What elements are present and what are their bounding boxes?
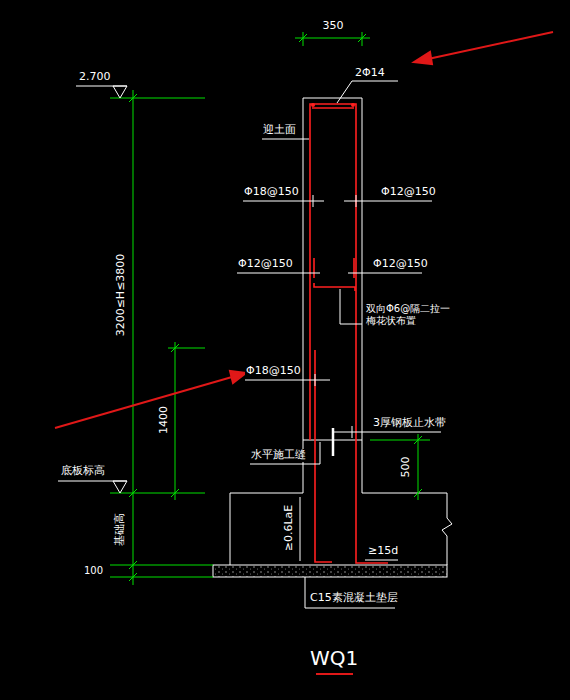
tie-note: 双向Φ6@隔二拉一 梅花状布置 bbox=[365, 303, 467, 326]
face-note: 迎土面 bbox=[262, 124, 297, 137]
dimension: 基础高 bbox=[114, 512, 127, 547]
dimension: 500 bbox=[400, 456, 413, 479]
anchorage-note: ≥0.6LaE bbox=[283, 504, 296, 553]
drawing-title: WQ1 bbox=[309, 647, 359, 670]
dimension: 350 bbox=[322, 20, 345, 33]
rebar bbox=[310, 104, 388, 563]
waterstop-note: 3厚钢板止水带 bbox=[372, 417, 447, 430]
joint-note: 水平施工缝 bbox=[250, 449, 307, 462]
title-underline bbox=[316, 673, 353, 675]
rebar-callout: Φ12@150 bbox=[380, 186, 437, 199]
elevation: 底板标高 bbox=[60, 465, 106, 478]
hook-note: ≥15d bbox=[367, 545, 399, 558]
pad-note: C15素混凝土垫层 bbox=[309, 592, 399, 605]
leader-lines bbox=[237, 81, 441, 608]
elevation-marker bbox=[58, 86, 127, 493]
dimension: 1400 bbox=[158, 405, 171, 435]
rebar-callout: Φ12@150 bbox=[237, 258, 294, 271]
rebar-callout: 2Φ14 bbox=[354, 67, 386, 80]
rebar-callout: Φ12@150 bbox=[372, 258, 429, 271]
rebar-callout: Φ18@150 bbox=[245, 365, 302, 378]
elevation: 2.700 bbox=[78, 71, 112, 84]
rebar-callout: Φ18@150 bbox=[243, 186, 300, 199]
dimension: 3200≤H≤3800 bbox=[115, 253, 128, 338]
dimension: 100 bbox=[83, 565, 104, 577]
annotation-arrow bbox=[55, 32, 553, 428]
rebar-dots bbox=[311, 103, 355, 107]
concrete-outline bbox=[213, 98, 452, 577]
